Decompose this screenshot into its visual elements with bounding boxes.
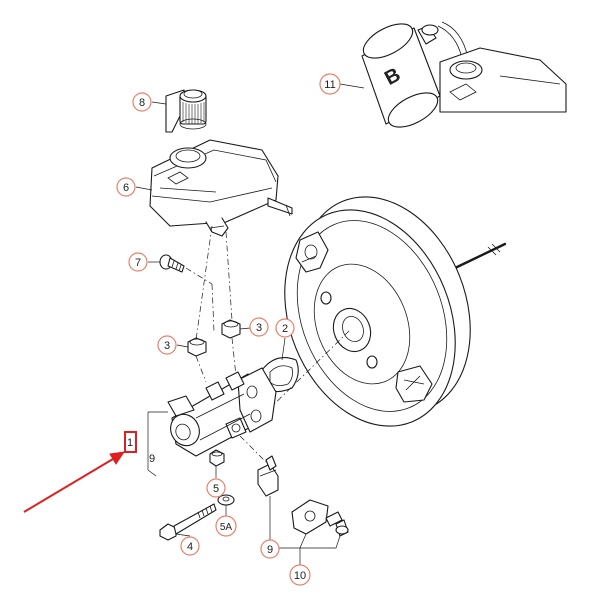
- callout-1: 1: [124, 431, 137, 453]
- callout-label-8: 8: [139, 97, 145, 109]
- assembly-center-lines: [185, 225, 351, 421]
- brake-fluid-reservoir: [149, 139, 293, 237]
- nut-3-right: [221, 319, 241, 339]
- long-bolt: [159, 503, 217, 541]
- callout-label-10: 10: [294, 570, 306, 582]
- callout-label-5a: 5A: [220, 522, 233, 533]
- callout-10: 10: [289, 564, 311, 586]
- callout-label-9-lower: 9: [267, 544, 273, 556]
- nut-5: [209, 449, 225, 467]
- pointer-arrow: [23, 451, 126, 513]
- callout-7: 7: [128, 252, 148, 272]
- vehicle-reservoir-detail: [439, 47, 567, 113]
- callout-6: 6: [116, 177, 136, 197]
- callout-label-3-right: 3: [256, 322, 262, 334]
- callout-2: 2: [275, 318, 295, 338]
- leader-lines: [135, 83, 365, 566]
- callout-5a: 5A: [215, 515, 237, 537]
- brake-fluid-bottle: B: [361, 21, 469, 128]
- reservoir-cap: [165, 89, 207, 133]
- sensor-bracket: [291, 499, 349, 537]
- callout-3-left: 3: [157, 335, 177, 355]
- nut-3-left: [187, 337, 207, 357]
- brake-master-cylinder: [167, 367, 277, 457]
- callout-label-11: 11: [324, 79, 335, 91]
- callout-label-7: 7: [135, 257, 141, 269]
- callout-8: 8: [132, 92, 152, 112]
- callout-4: 4: [180, 536, 200, 556]
- callout-label-5: 5: [213, 483, 219, 495]
- callout-bracket-1-9: [147, 411, 168, 477]
- callout-9-lower: 9: [260, 539, 280, 559]
- mounting-bolt: [159, 254, 185, 273]
- callout-label-1: 1: [127, 437, 133, 449]
- callout-label-6: 6: [123, 182, 129, 194]
- callout-11: 11: [319, 73, 341, 95]
- callout-9-upper: 9: [149, 453, 155, 465]
- callout-1-highlight-box: [124, 431, 137, 453]
- callout-3-right: 3: [249, 317, 269, 337]
- brake-booster: [284, 196, 507, 427]
- callout-label-4: 4: [187, 541, 193, 553]
- callout-label-9-upper: 9: [149, 453, 155, 465]
- callout-label-3-left: 3: [164, 340, 170, 352]
- callout-label-2: 2: [282, 323, 288, 335]
- callout-5: 5: [206, 478, 226, 498]
- brake-light-switch: [257, 455, 279, 497]
